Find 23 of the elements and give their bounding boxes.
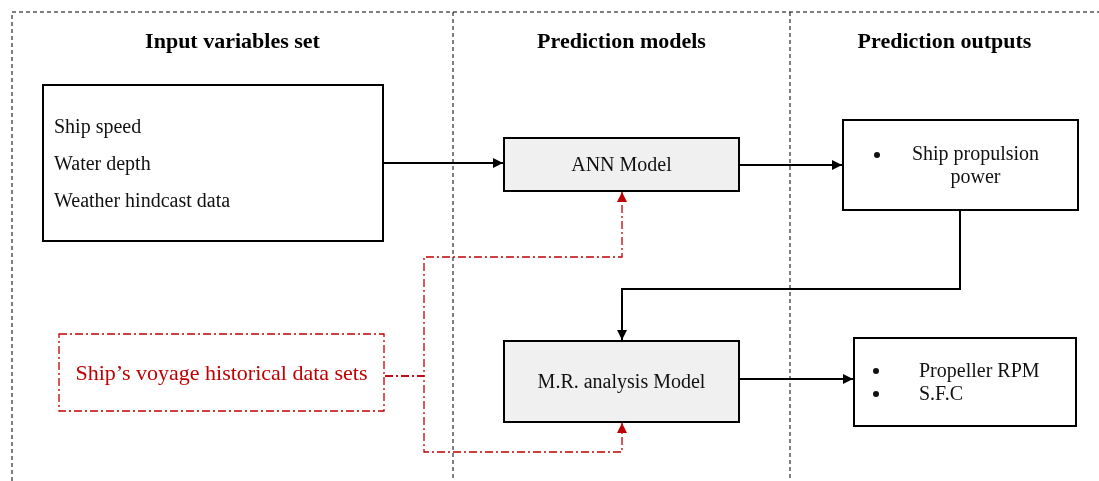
input-box xyxy=(42,84,384,242)
variable-text: Ship speed xyxy=(54,114,143,138)
model-text: M.R. analysis Model xyxy=(536,370,707,393)
variable-text: Water depth xyxy=(54,151,152,175)
column-heading: Prediction models xyxy=(537,28,706,54)
column-heading: Input variables set xyxy=(145,28,320,54)
arrow xyxy=(739,160,843,170)
output-text: Ship propulsion power xyxy=(910,142,1041,188)
model-box xyxy=(503,340,740,423)
data-source-box xyxy=(58,333,385,412)
arrow xyxy=(384,375,627,453)
model-box xyxy=(503,137,740,192)
source-text: Ship’s voyage historical data sets xyxy=(74,359,369,386)
output-box xyxy=(842,119,1079,211)
variable-text: Weather hindcast data xyxy=(54,188,232,212)
output-box xyxy=(853,337,1077,427)
arrow xyxy=(383,158,504,168)
arrow xyxy=(617,210,961,341)
model-text: ANN Model xyxy=(570,153,673,176)
output-text: Propeller RPM xyxy=(919,359,1040,382)
output-text: S.F.C xyxy=(919,382,963,405)
column-heading: Prediction outputs xyxy=(857,28,1032,54)
arrow xyxy=(739,374,854,384)
